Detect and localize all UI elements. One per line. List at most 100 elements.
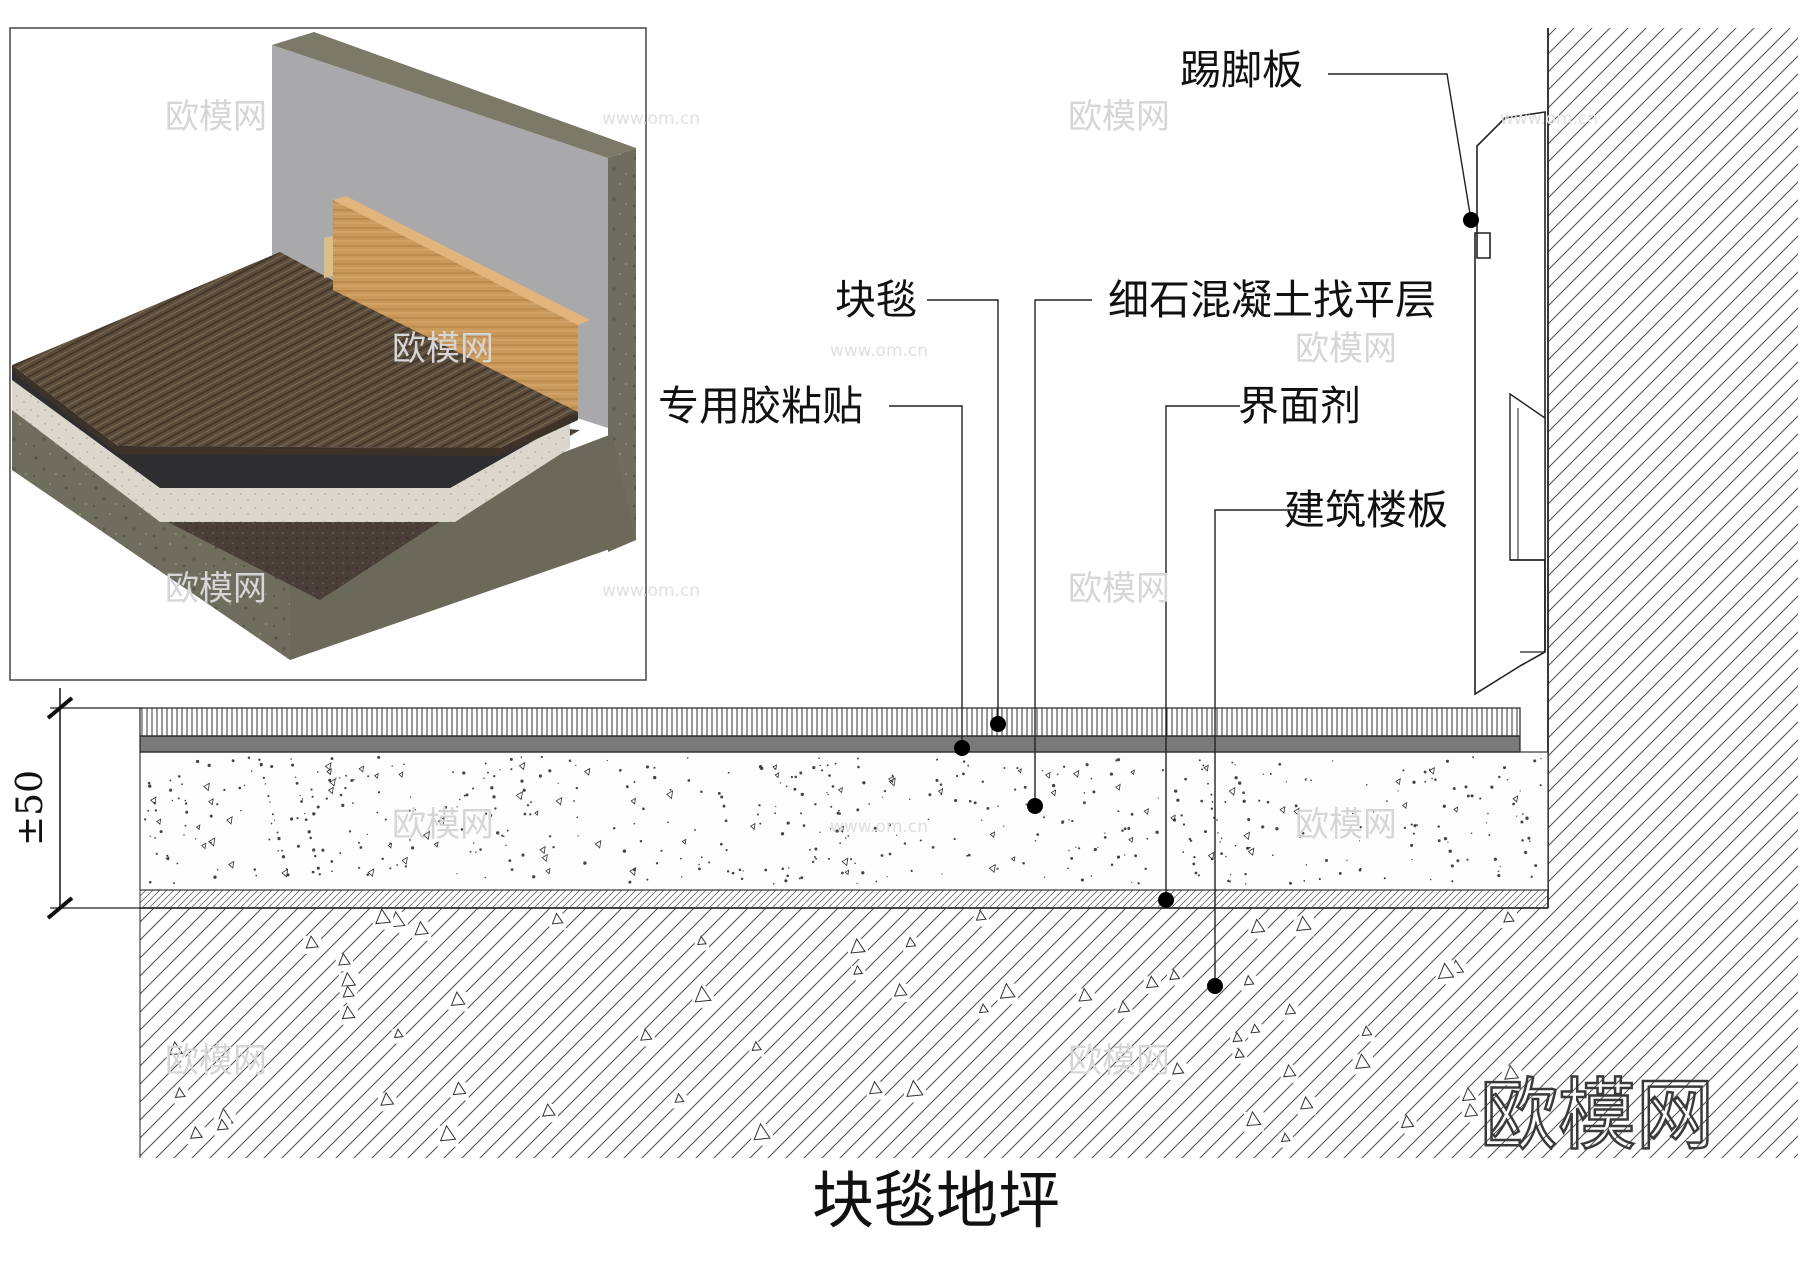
aggregate-dot (809, 848, 811, 851)
aggregate-dot (318, 873, 321, 876)
aggregate-dot (687, 779, 691, 782)
aggregate-dot (780, 832, 785, 836)
aggregate-gap (751, 1124, 773, 1146)
aggregate-gap (1232, 1048, 1248, 1064)
aggregate-stone (1017, 768, 1022, 774)
aggregate-dot (240, 809, 242, 812)
aggregate-dot (489, 814, 493, 817)
aggregate-dot (520, 756, 523, 758)
aggregate-dot (575, 764, 577, 767)
aggregate-stone (697, 935, 707, 946)
aggregate-stone (1170, 814, 1176, 822)
aggregate-dot (873, 826, 877, 830)
aggregate-dot (269, 801, 271, 803)
aggregate-dot (339, 777, 341, 779)
aggregate-dot (1092, 790, 1096, 794)
aggregate-dot (967, 853, 971, 857)
aggregate-dot (1090, 875, 1093, 877)
aggregate-dot (1271, 854, 1274, 857)
aggregate-dot (1534, 864, 1538, 868)
aggregate-dot (886, 876, 888, 878)
aggregate-dot (1036, 833, 1040, 836)
aggregate-dot (830, 805, 833, 808)
aggregate-dot (1499, 865, 1501, 868)
aggregate-dot (501, 834, 504, 837)
aggregate-dot (166, 854, 169, 857)
aggregate-stone (1243, 974, 1255, 986)
aggregate-stone (342, 985, 355, 998)
aggregate-dot (460, 828, 464, 831)
aggregate-dot (883, 789, 887, 793)
aggregate-stone (838, 825, 845, 833)
aggregate-dot (313, 854, 317, 858)
aggregate-dot (300, 800, 303, 803)
aggregate-dot (764, 868, 768, 872)
aggregate-dot (1188, 837, 1192, 841)
aggregate-dot (1080, 878, 1084, 882)
aggregate-dot (1515, 815, 1518, 817)
aggregate-dot (1497, 870, 1500, 873)
aggregate-stone (1232, 1031, 1243, 1043)
label-slab: 建筑楼板 (1284, 486, 1448, 534)
aggregate-gap (340, 986, 357, 1004)
aggregate-dot (247, 756, 251, 759)
aggregate-gap (1280, 1064, 1299, 1083)
aggregate-gap (1115, 1001, 1133, 1019)
aggregate-dot (262, 776, 266, 780)
aggregate-gap (1352, 1054, 1373, 1075)
aggregate-dot (756, 813, 760, 816)
aggregate-stone (341, 1005, 356, 1020)
watermark-text: 欧模网 (165, 569, 267, 609)
aggregate-dot (790, 775, 794, 779)
aggregate-dot (1244, 872, 1247, 876)
aggregate-gap (749, 1041, 764, 1057)
aggregate-dot (1014, 788, 1017, 791)
aggregate-dot (953, 838, 956, 841)
interface-agent-layer (139, 889, 1549, 909)
aggregate-stone (1461, 1086, 1477, 1102)
dot-skirting (1463, 212, 1479, 228)
watermark-url: www.om.cn (830, 341, 928, 361)
aggregate-gap (372, 909, 394, 930)
aggregate-stone (281, 868, 289, 878)
aggregate-dot (1211, 800, 1214, 803)
aggregate-dot (1430, 878, 1432, 881)
aggregate-dot (339, 793, 343, 797)
aggregate-dot (1022, 862, 1025, 865)
aggregate-dot (281, 855, 286, 859)
callout-dots (954, 212, 1479, 994)
aggregate-dot (1041, 769, 1044, 772)
aggregate-dot (1437, 839, 1441, 843)
aggregate-dot (396, 864, 399, 866)
aggregate-dot (331, 870, 333, 873)
aggregate-stone (905, 936, 917, 948)
aggregate-dot (147, 809, 150, 812)
aggregate-dot (223, 788, 226, 792)
aggregate-dot (490, 786, 494, 790)
aggregate-gap (335, 953, 353, 972)
aggregate-dot (1144, 867, 1147, 871)
aggregate-dot (1325, 859, 1328, 862)
aggregate-stone (1117, 1000, 1131, 1013)
aggregate-stone (666, 790, 674, 800)
slab-aggregate (166, 908, 1522, 1148)
aggregate-stone (327, 786, 334, 795)
aggregate-gap (692, 986, 714, 1008)
aggregate-dot (828, 774, 831, 777)
aggregate-dot (1184, 777, 1187, 781)
aggregate-stone (1045, 771, 1051, 779)
aggregate-dot (184, 802, 188, 805)
aggregate-dot (1075, 846, 1077, 848)
aggregate-dot (1082, 801, 1086, 805)
aggregate-dot (307, 830, 311, 834)
aggregate-dot (1525, 816, 1529, 820)
aggregate-dot (1157, 797, 1160, 799)
aggregate-stone (694, 985, 712, 1003)
aggregate-dot (1217, 832, 1219, 834)
aggregate-stone (545, 867, 551, 875)
aggregate-dot (1201, 768, 1204, 771)
aggregate-dot (1523, 850, 1528, 855)
aggregate-dot (1083, 792, 1086, 794)
aggregate-dot (1424, 780, 1427, 783)
